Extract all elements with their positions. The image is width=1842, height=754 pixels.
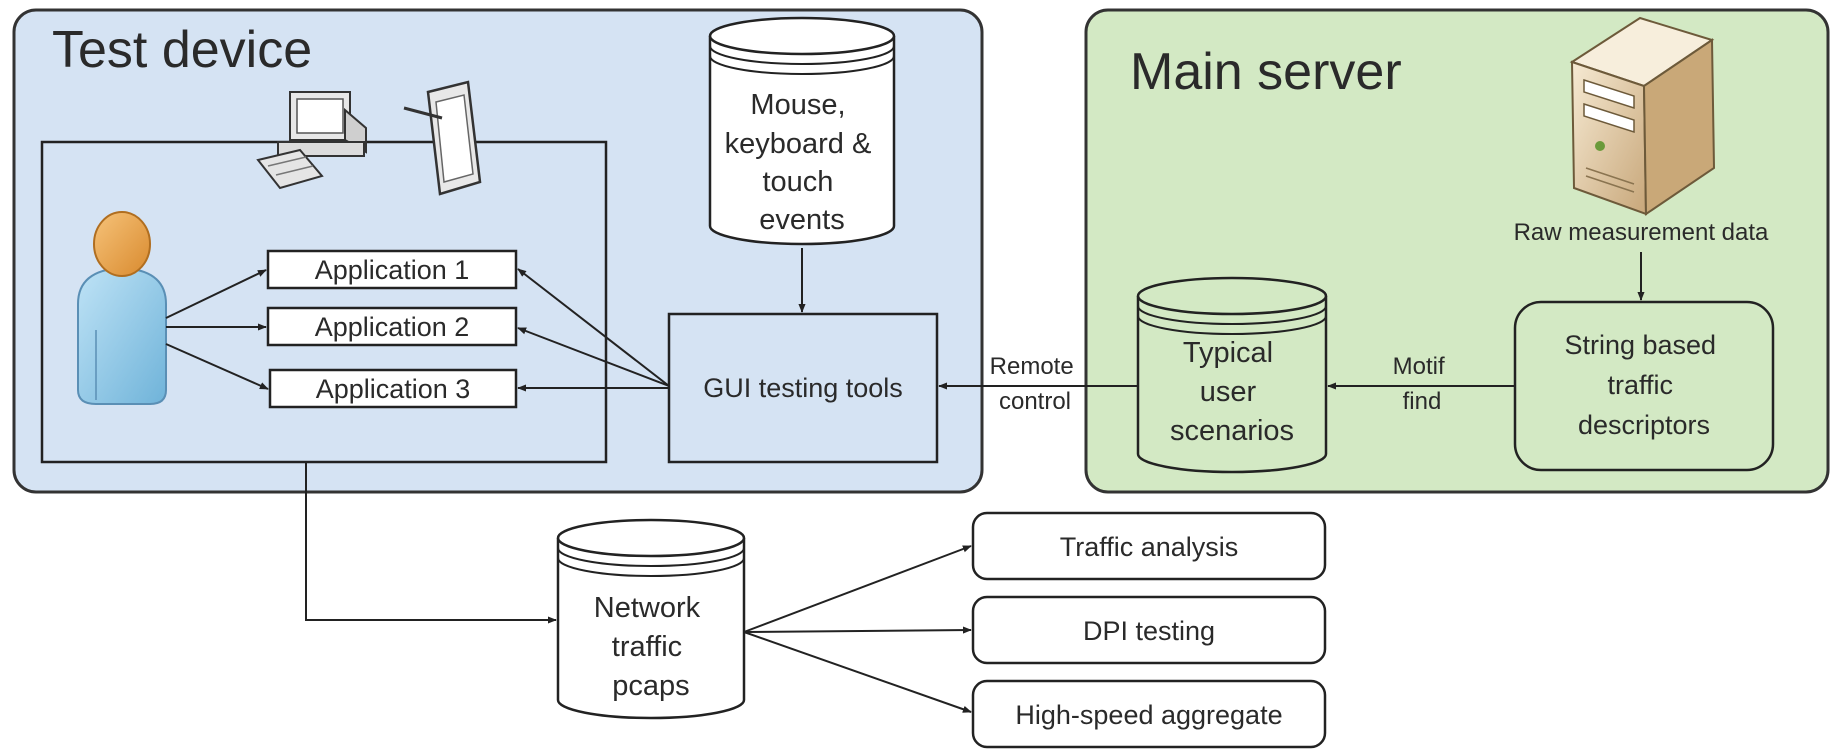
- raw-measurement-label: Raw measurement data: [1514, 219, 1769, 246]
- remote-control-label: Remote control: [990, 353, 1081, 415]
- svg-text:Traffic analysis: Traffic analysis: [1060, 532, 1239, 562]
- pcaps-to-aggregate-arrow: [743, 631, 972, 713]
- main-server-title: Main server: [1130, 43, 1402, 101]
- desktop-computer-icon: [256, 91, 367, 190]
- svg-text:String based traffic: String based traffic descriptors: [1564, 330, 1723, 440]
- input-events-database: Mouse, keyboard & touch events: [708, 16, 896, 246]
- application-box-2: Application 2: [266, 306, 518, 347]
- svg-text:Application 2: Application 2: [315, 312, 470, 342]
- test-device-panel: Test device Application 1: [12, 8, 984, 494]
- svg-text:Typical user s: Typical user scenarios: [1170, 337, 1294, 447]
- svg-text:Mouse, keyboard &: Mouse, keyboard & touch events: [725, 89, 880, 236]
- svg-text:Application 3: Application 3: [316, 374, 471, 404]
- user-to-app3-arrow: [165, 343, 269, 390]
- dpi-testing-box: DPI testing: [971, 595, 1327, 665]
- application-box-1: Application 1: [266, 249, 518, 290]
- network-traffic-database: Network traffic pcaps: [556, 518, 746, 720]
- gui-to-app2-arrow: [517, 327, 670, 387]
- main-server-panel: Main server Raw measurement data String …: [1084, 8, 1830, 494]
- tablet-icon: [403, 80, 482, 196]
- pcaps-to-traffic-analysis-arrow: [743, 545, 972, 633]
- svg-text:Network traffic pc: Network traffic pcaps: [594, 592, 708, 702]
- gui-to-app1-arrow: [517, 268, 670, 387]
- pcaps-to-dpi-arrow: [743, 626, 972, 634]
- string-descriptors-box: String based traffic descriptors: [1513, 300, 1775, 472]
- device-to-pcaps-arrow: [305, 462, 557, 624]
- test-device-title: Test device: [52, 21, 312, 79]
- server-icon: [1569, 16, 1716, 216]
- user-icon: [77, 211, 167, 405]
- user-scenarios-database: Typical user scenarios: [1136, 276, 1328, 474]
- high-speed-aggregate-box: High-speed aggregate: [971, 679, 1327, 749]
- user-to-app1-arrow: [165, 269, 267, 319]
- gui-testing-tools-box: GUI testing tools: [667, 312, 939, 464]
- svg-text:DPI testing: DPI testing: [1083, 616, 1215, 646]
- svg-text:High-speed aggregate: High-speed aggregate: [1015, 700, 1282, 730]
- svg-text:Application 1: Application 1: [315, 255, 470, 285]
- motif-find-label: Motif find: [1393, 353, 1452, 415]
- svg-text:GUI testing tools: GUI testing tools: [703, 373, 903, 403]
- application-box-3: Application 3: [268, 368, 518, 409]
- traffic-analysis-box: Traffic analysis: [971, 511, 1327, 581]
